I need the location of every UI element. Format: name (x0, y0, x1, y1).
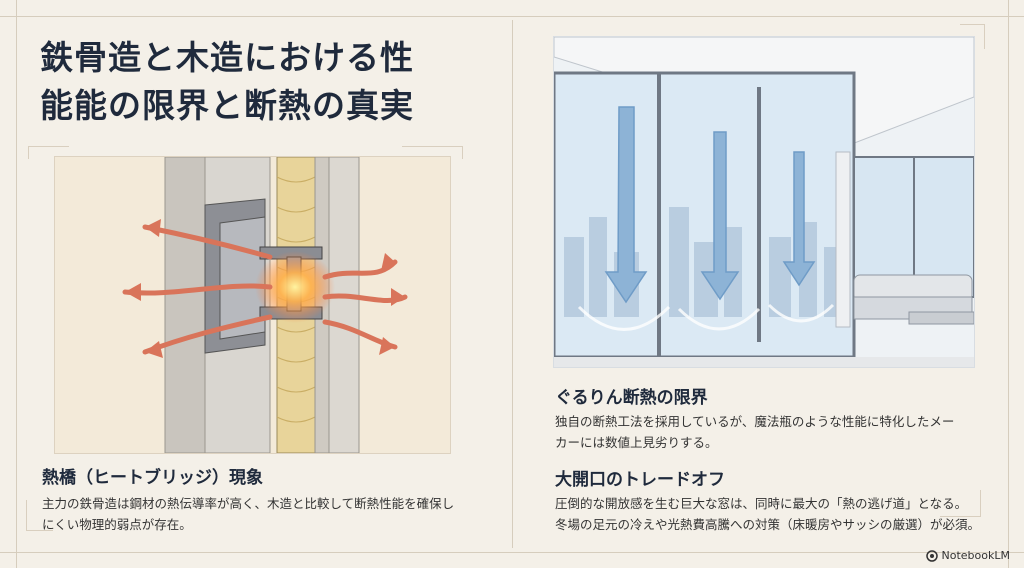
guide-line (1008, 0, 1009, 568)
corner-bracket (402, 146, 463, 159)
heat-bridge-text-line-1: 主力の鉄骨造は鋼材の熱伝導率が高く、木造と比較して断熱性能を確保し (42, 496, 455, 511)
guide-line (0, 552, 1024, 553)
page-title: 鉄骨造と木造における性 能能の限界と断熱の真実 (40, 34, 510, 130)
notebooklm-badge: NotebookLM (925, 549, 1010, 562)
large-opening-text-line-1: 圧倒的な開放感を生む巨大な窓は、同時に最大の「熱の逃げ道」となる。 (555, 496, 968, 511)
heat-bridge-text: 主力の鉄骨造は鋼材の熱伝導率が高く、木造と比較して断熱性能を確保し にくい物理的… (42, 493, 492, 535)
notebooklm-logo-icon (925, 549, 938, 562)
guide-line (512, 20, 513, 548)
large-opening-heading: 大開口のトレードオフ (555, 470, 725, 490)
gururin-heading: ぐるりん断熱の限界 (555, 388, 708, 408)
guide-line (0, 16, 1024, 17)
corner-bracket (960, 24, 985, 49)
gururin-text: 独自の断熱工法を採用しているが、魔法瓶のような性能に特化したメー カーには数値上… (555, 411, 995, 453)
corner-bracket (940, 490, 981, 517)
gururin-text-line-1: 独自の断熱工法を採用しているが、魔法瓶のような性能に特化したメー (555, 414, 955, 429)
guide-line (16, 0, 17, 568)
corner-bracket (28, 146, 69, 159)
large-window-illustration (553, 36, 975, 368)
heat-bridge-text-line-2: にくい物理的弱点が存在。 (42, 517, 192, 532)
large-opening-text-line-2: 冬場の足元の冷えや光熱費高騰への対策（床暖房やサッシの厳選）が必須。 (555, 517, 981, 532)
heat-bridge-illustration (54, 156, 451, 454)
title-line-1: 鉄骨造と木造における性 (40, 38, 414, 77)
gururin-text-line-2: カーには数値上見劣りする。 (555, 435, 718, 450)
large-opening-text: 圧倒的な開放感を生む巨大な窓は、同時に最大の「熱の逃げ道」となる。 冬場の足元の… (555, 493, 1005, 535)
heat-bridge-heading: 熱橋（ヒートブリッジ）現象 (42, 468, 263, 488)
corner-bracket (26, 500, 53, 531)
title-line-2: 能能の限界と断熱の真実 (40, 86, 414, 125)
notebooklm-label: NotebookLM (941, 549, 1010, 562)
